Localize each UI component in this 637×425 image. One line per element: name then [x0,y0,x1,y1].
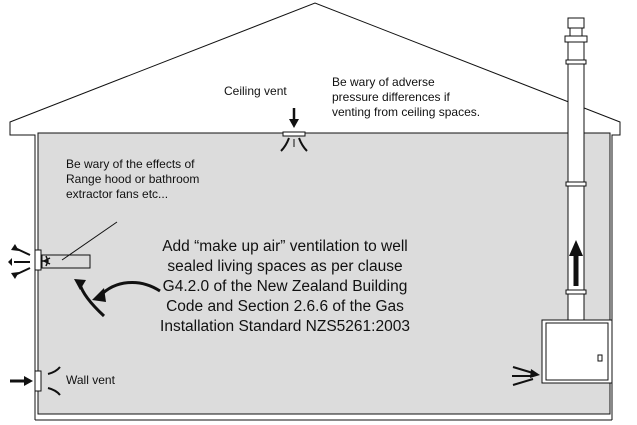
wall-vent-label: Wall vent [66,373,115,387]
make-up-air-line: Code and Section 2.6.6 of the Gas [166,298,404,315]
make-up-air-line: G4.2.0 of the New Zealand Building [162,278,408,295]
make-up-air-line: Add “make up air” ventilation to well [162,238,408,255]
pressure-warning-line: Be wary of adverse [332,75,435,89]
pressure-warning-line: venting from ceiling spaces. [332,105,481,119]
fan-warning-line: extractor fans etc... [66,187,169,201]
low-wall-vent [10,366,61,396]
pressure-warning-text: Be wary of adverse pressure differences … [332,75,480,120]
fan-warning-line: Be wary of the effects of [66,157,195,171]
heater-intake-arrows [512,366,540,386]
make-up-air-line: sealed living spaces as per clause [167,258,403,275]
fan-warning-text: Be wary of the effects of Range hood or … [66,157,199,202]
airflow-arrows [74,279,161,318]
fan-warning-leader [61,221,118,261]
pressure-warning-line: pressure differences if [332,90,450,104]
high-wall-vent [8,221,118,279]
flue-pipe [564,17,588,321]
house-outline [9,2,621,421]
gas-heater [541,319,613,384]
house-roof-wall-outline [9,2,621,420]
flue-up-arrow [569,240,583,286]
ceiling-vent-label: Ceiling vent [224,84,287,98]
fan-warning-line: Range hood or bathroom [66,172,200,186]
make-up-air-note: Add “make up air” ventilation to well se… [150,237,420,337]
ceiling-vent [280,108,308,152]
make-up-air-line: Installation Standard NZS5261:2003 [160,318,410,335]
